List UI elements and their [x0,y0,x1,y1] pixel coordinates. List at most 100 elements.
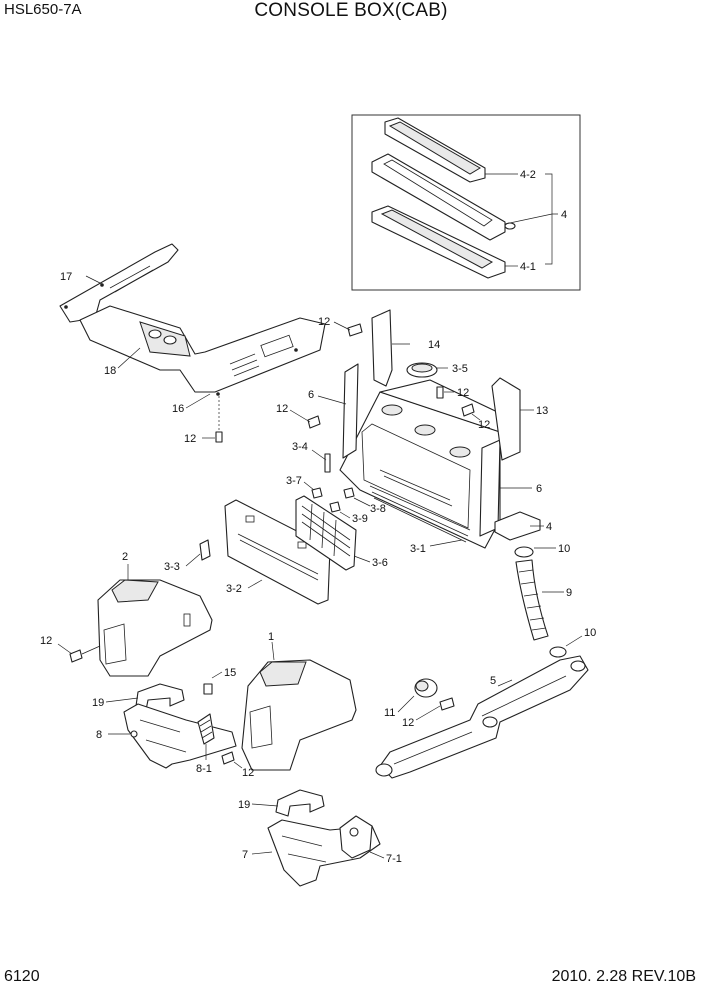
cover-16-slot [260,334,294,358]
bolt-15 [203,683,213,695]
clip-3-3 [199,539,211,561]
callout-12h: 12 [242,767,254,779]
callout-12d: 12 [276,403,288,415]
leader-3-3 [185,553,201,567]
bracket-7-1 [339,815,373,859]
shell-1-side-panel [249,705,273,749]
callout-3-5: 3-5 [452,363,468,375]
screw-hole [294,348,298,352]
callout-3-7: 3-7 [286,475,302,487]
leader-16 [185,393,211,409]
filter-net-3-6 [295,495,357,571]
callout-1: 1 [268,631,274,643]
screw-hole [64,305,68,309]
duct-group: 10 9 10 [514,543,596,658]
shell-2-body [97,579,213,677]
shell-1-opening [259,661,307,687]
clamp-10b [549,646,567,658]
box-top-hole-b [414,424,436,436]
leader-12d [289,409,311,423]
callout-7: 7 [242,849,248,861]
shell-1-body [241,659,357,771]
callout-12e: 12 [478,419,490,431]
screw-hole [216,392,220,396]
pin-3-4 [324,453,331,473]
bolt-12g [439,697,455,711]
callout-3-1: 3-1 [410,543,426,555]
bracket-assembly-7: 19 7 7-1 [238,789,402,887]
leader-11 [397,695,415,713]
page-title: CONSOLE BOX(CAB) [254,0,448,21]
leader-12h [233,761,243,769]
page-number: 6120 [4,968,40,985]
leader-3-7 [303,481,315,491]
callout-19a: 19 [92,697,104,709]
leader-3-9 [339,511,351,519]
callout-12g: 12 [402,717,414,729]
console-box-frame: 12 14 3-5 12 6 12 13 12 3-4 3-7 3-8 3-9 … [276,309,552,555]
callout-3-6: 3-6 [372,557,388,569]
front-panel-tab-a [245,515,255,523]
bracket-8-ribs [139,719,187,753]
leader-3-4 [311,449,327,461]
callout-14: 14 [428,339,440,351]
bracket-assembly-8: 19 8 8-1 15 12 [92,667,254,779]
screw-3-7 [311,487,323,499]
bracket-8 [123,703,237,769]
bracket-7-1-hole [349,827,359,837]
callout-4: 4 [561,209,567,221]
cover-hole-a [148,329,162,339]
model-number: HSL650-7A [4,1,82,18]
callout-3-4: 3-4 [292,441,308,453]
callout-8-1: 8-1 [196,763,212,775]
screw-3-9 [329,501,341,513]
box-vent-grille [369,485,471,543]
callout-6a: 6 [308,389,314,401]
leader-12b [333,321,351,331]
console-shell-2: 2 12 [40,551,213,677]
leader-10b [565,635,583,647]
leader-5 [497,679,513,687]
leader-12g [415,705,441,721]
front-panel-tab-b [297,541,307,549]
bolt-12f [69,649,83,663]
callout-12f: 12 [40,635,52,647]
armrest-tray-slot [383,159,493,227]
bolt-12b [347,323,363,337]
cover-17-vents [109,265,154,293]
callout-5: 5 [490,675,496,687]
callout-16: 16 [172,403,184,415]
leader-15 [211,671,223,679]
leader-3-6 [353,555,371,563]
link-5 [379,655,589,779]
spring-8-1-coils [199,719,213,739]
inset-frame [351,114,581,291]
callout-7-1: 7-1 [386,853,402,865]
callout-10b: 10 [584,627,596,639]
bolt-12f-axis [81,645,101,655]
upper-cover-assembly: 17 18 16 12 [59,243,326,445]
bolt-12e [461,403,475,417]
pad-4-1-texture [380,209,494,269]
callout-6b: 6 [536,483,542,495]
box-front-opening [361,423,471,529]
callout-3-8: 3-8 [370,503,386,515]
cover-hole-b [163,335,177,345]
console-shell-1: 1 [241,631,357,771]
link-5-edge [393,675,567,765]
leader-4a [504,213,553,225]
callout-9: 9 [566,587,572,599]
leader-3-2 [247,579,263,589]
callout-3-9: 3-9 [352,513,368,525]
leader-7-1 [369,851,385,859]
cover-16-vents [229,353,260,377]
link-5-end-b [570,660,586,672]
callout-4-1: 4-1 [520,261,536,273]
callout-15: 15 [224,667,236,679]
filter-net-mesh [301,503,351,557]
callout-11: 11 [384,707,395,719]
bolt-12h [221,751,235,765]
cup-holder-3-5-inner [411,363,433,373]
box-inner-shelf [379,469,453,507]
base-plate-4 [494,511,541,541]
